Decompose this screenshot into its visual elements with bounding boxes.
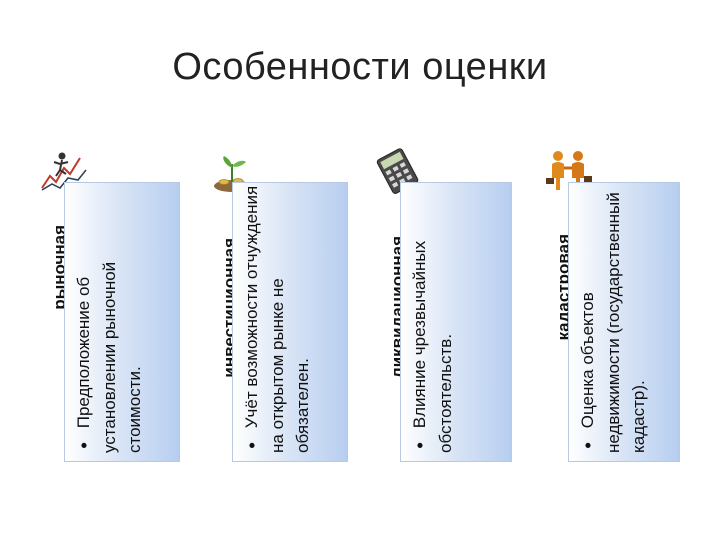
panel-text: ● Оценка объектов недвижимости (государс… <box>575 183 679 453</box>
panel-market: ● Предположение об установлении рыночной… <box>64 182 180 462</box>
panel-text: ● Учёт возможности отчуждения на открыто… <box>239 183 343 453</box>
bullet-icon: ● <box>77 439 91 453</box>
panel-text-content: Оценка объектов недвижимости (государств… <box>578 192 648 453</box>
bullet-icon: ● <box>581 439 595 453</box>
panel-text-content: Предположение об установлении рыночной с… <box>74 261 144 453</box>
business-people-icon <box>546 151 592 190</box>
page-title: Особенности оценки <box>172 46 548 88</box>
panel-text: ● Предположение об установлении рыночной… <box>71 183 167 453</box>
chart-figure-icon <box>41 152 87 191</box>
panel-cadastral: ● Оценка объектов недвижимости (государс… <box>568 182 680 462</box>
bullet-icon: ● <box>245 439 259 453</box>
panel-investment: ● Учёт возможности отчуждения на открыто… <box>232 182 348 462</box>
panel-text-content: Учёт возможности отчуждения на открытом … <box>242 185 312 453</box>
panel-text-content: Влияние чрезвычайных обстоятельств. <box>410 240 455 453</box>
bullet-icon: ● <box>413 439 427 453</box>
panel-text: ● Влияние чрезвычайных обстоятельств. <box>407 183 489 453</box>
panel-liquidation: ● Влияние чрезвычайных обстоятельств. <box>400 182 512 462</box>
